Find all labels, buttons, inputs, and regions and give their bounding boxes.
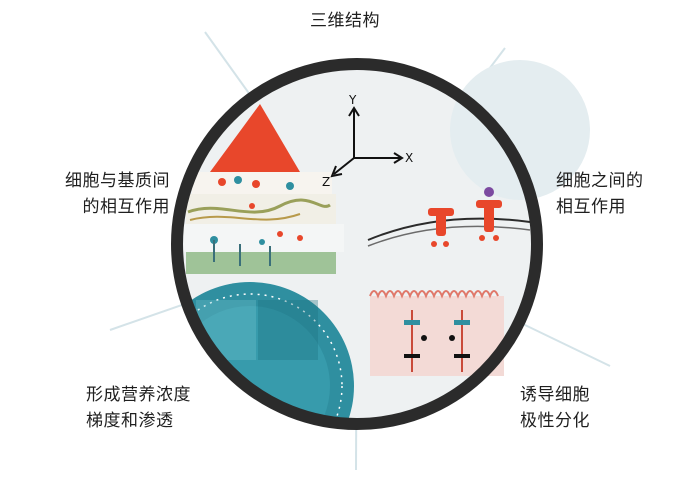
polarity-illustration xyxy=(369,290,504,376)
label-gradient-line2: 梯度和渗透 xyxy=(86,411,174,431)
label-gradient: 形成营养浓度 梯度和渗透 xyxy=(86,382,191,434)
axis-z-label: Z xyxy=(322,175,330,189)
axes-3d-icon xyxy=(330,106,404,178)
outer-ring xyxy=(171,58,543,430)
axis-x-label: X xyxy=(405,151,413,165)
label-3d-structure: 三维结构 xyxy=(310,8,380,34)
label-cell-matrix: 细胞与基质间 的相互作用 xyxy=(20,168,170,220)
label-cell-cell-line2: 相互作用 xyxy=(556,197,626,217)
axis-y-label: Y xyxy=(348,93,357,107)
label-cell-cell: 细胞之间的 相互作用 xyxy=(556,168,644,220)
cell-cell-illustration xyxy=(367,60,590,247)
label-gradient-line1: 形成营养浓度 xyxy=(86,385,191,405)
label-polarity-line1: 诱导细胞 xyxy=(520,385,590,405)
label-polarity: 诱导细胞 极性分化 xyxy=(520,382,590,434)
label-cell-matrix-line1: 细胞与基质间 xyxy=(65,171,170,191)
label-polarity-line2: 极性分化 xyxy=(520,411,590,431)
label-3d-structure-text: 三维结构 xyxy=(310,11,380,31)
label-cell-cell-line1: 细胞之间的 xyxy=(556,171,644,191)
label-cell-matrix-line2: 的相互作用 xyxy=(82,197,170,217)
cell-matrix-illustration xyxy=(184,104,344,274)
